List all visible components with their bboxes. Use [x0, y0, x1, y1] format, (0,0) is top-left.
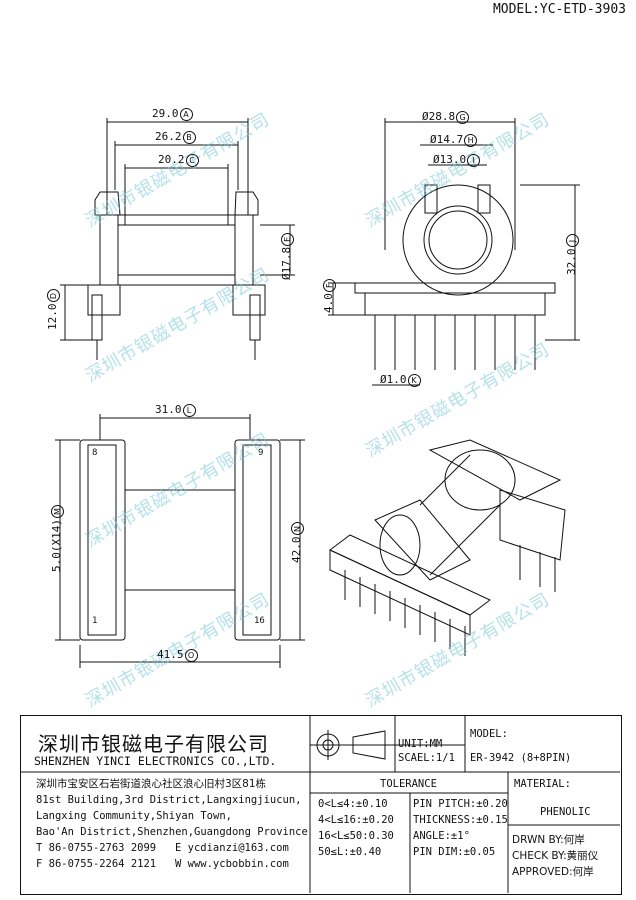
dim-d: 12.0D: [46, 289, 60, 330]
title-block: [20, 715, 622, 895]
material-label: MATERIAL:: [514, 778, 571, 790]
telephone: T 86-0755-2763 2099: [36, 842, 157, 854]
model-value: ER-3942 (8+8PIN): [470, 752, 572, 764]
address-en-1: 81st Building,3rd District,Langxingjiucu…: [36, 794, 302, 806]
isometric-view: [329, 439, 566, 656]
drawn-by: DRWN BY:何岸: [512, 834, 585, 846]
model-label: MODEL:: [470, 728, 508, 740]
tolerance-3: 16<L≤50:0.30: [318, 830, 394, 842]
pin-dim: PIN DIM:±0.05: [413, 846, 496, 858]
tolerance-4: 50≤L:±0.40: [318, 846, 382, 858]
email: E ycdianzi@163.com: [175, 842, 289, 854]
company-name-cn: 深圳市银磁电子有限公司: [38, 732, 269, 756]
pin-label: 9: [258, 448, 264, 458]
website: W www.ycbobbin.com: [175, 858, 289, 870]
dim-f: 4.0F: [322, 279, 336, 313]
side-view: [60, 118, 295, 360]
title-block-grid: [20, 715, 620, 893]
scale: SCAEL:1/1: [398, 752, 455, 764]
plan-view: [55, 414, 305, 668]
address-en-3: Bao'An District,Shenzhen,Guangdong Provi…: [36, 826, 308, 838]
angle: ANGLE:±1°: [413, 830, 470, 842]
pin-label: 8: [92, 448, 98, 458]
material-value: PHENOLIC: [540, 806, 591, 818]
pin-pitch: PIN PITCH:±0.20: [413, 798, 508, 810]
address-cn: 深圳市宝安区石岩街道浪心社区浪心旧村3区81栋: [36, 778, 267, 790]
model-number: MODEL:YC-ETD-3903: [492, 2, 626, 17]
dim-m: 5.0(X14)M: [50, 505, 64, 572]
dim-e: Ø17.8E: [280, 232, 294, 280]
checked-by: CHECK BY:黄丽仪: [512, 850, 599, 862]
approved-by: APPROVED:何岸: [512, 866, 594, 878]
dim-j: 32.0J: [565, 234, 579, 275]
thickness: THICKNESS:±0.15: [413, 814, 508, 826]
dim-n: 42.0N: [290, 522, 304, 563]
tolerance-title: TOLERANCE: [380, 778, 437, 790]
address-en-2: Langxing Community,Shiyan Town,: [36, 810, 232, 822]
pin-label: 1: [92, 616, 98, 626]
unit: UNIT:MM: [398, 738, 443, 750]
tolerance-2: 4<L≤16:±0.20: [318, 814, 394, 826]
company-name-en: SHENZHEN YINCI ELECTRONICS CO.,LTD.: [34, 754, 277, 768]
tolerance-1: 0<L≤4:±0.10: [318, 798, 388, 810]
fax: F 86-0755-2264 2121: [36, 858, 157, 870]
front-view: [328, 118, 580, 386]
pin-label: 16: [254, 616, 265, 626]
